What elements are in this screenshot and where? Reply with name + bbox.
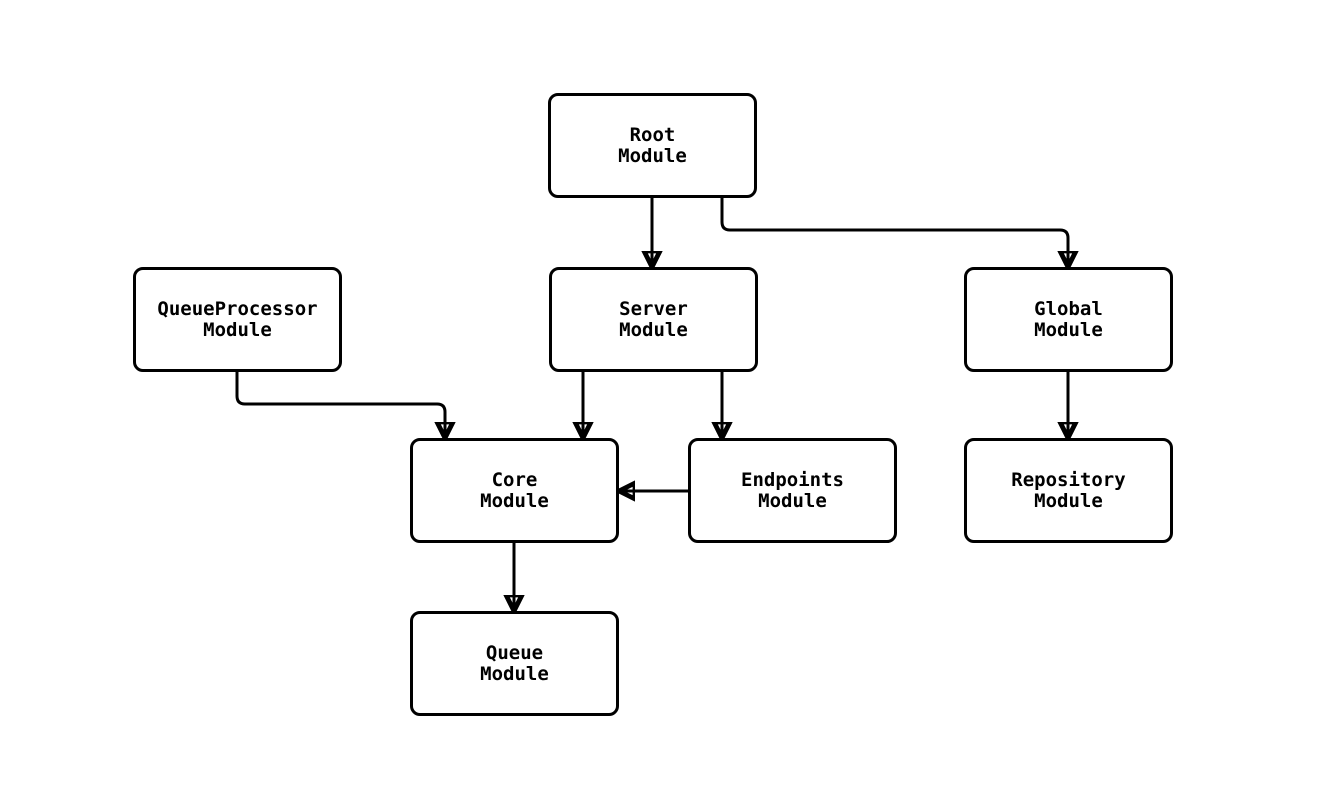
node-global-module: Global Module [964, 267, 1173, 372]
edge-queueprocessor-to-core [235, 372, 445, 438]
node-label: Endpoints [741, 468, 844, 491]
node-label: Module [480, 489, 549, 512]
node-label: Module [480, 662, 549, 685]
node-label: Core [491, 468, 538, 491]
node-label: Module [619, 318, 688, 341]
node-label: Module [1034, 318, 1103, 341]
node-root-module: Root Module [548, 93, 757, 198]
node-label: QueueProcessor [157, 297, 318, 320]
node-label: Module [618, 144, 687, 167]
node-label: Global [1034, 297, 1103, 320]
node-label: Module [1034, 489, 1103, 512]
node-server-module: Server Module [549, 267, 758, 372]
node-core-module: Core Module [410, 438, 619, 543]
node-label: Module [203, 318, 272, 341]
node-label: Server [619, 297, 688, 320]
node-label: Root [629, 123, 676, 146]
edge-root-to-global [720, 198, 1068, 267]
node-label: Module [758, 489, 827, 512]
node-queue-module: Queue Module [410, 611, 619, 716]
node-label: Queue [485, 641, 544, 664]
node-label: Repository [1011, 468, 1126, 491]
node-queueprocessor-module: QueueProcessor Module [133, 267, 342, 372]
node-repository-module: Repository Module [964, 438, 1173, 543]
node-endpoints-module: Endpoints Module [688, 438, 897, 543]
